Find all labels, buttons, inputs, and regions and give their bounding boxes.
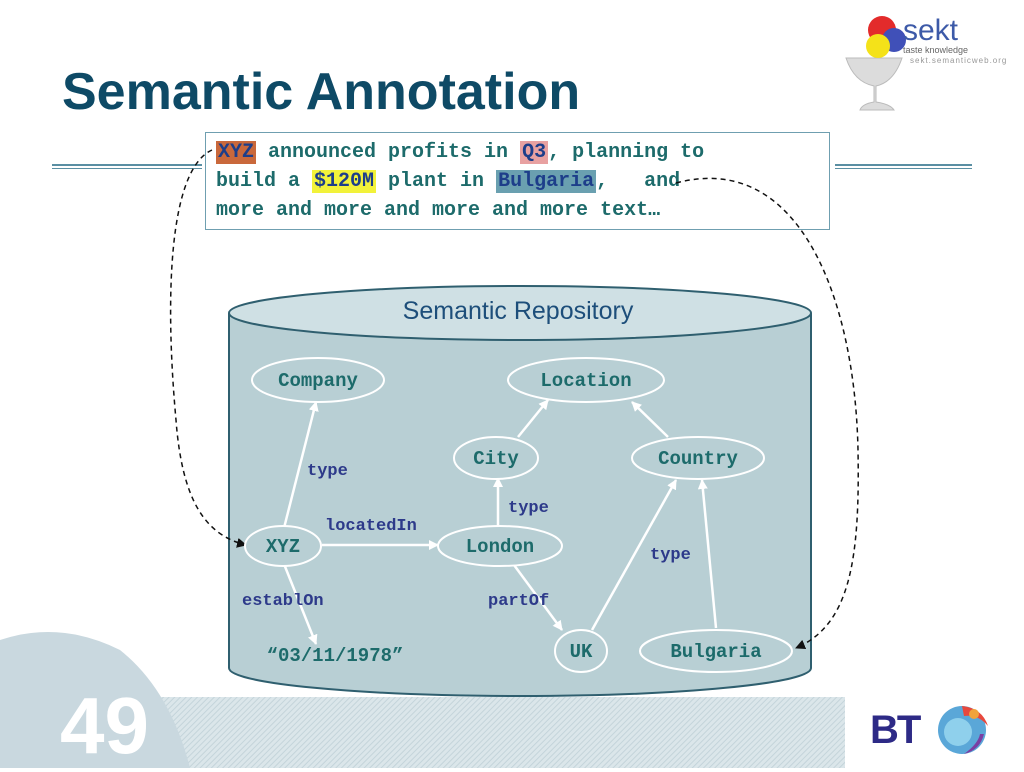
title-rule-left-thin <box>52 168 202 169</box>
node-uk <box>554 629 608 673</box>
annotation-xyz: XYZ <box>216 141 257 164</box>
edge-label-type-company: type <box>307 462 348 481</box>
repository-cylinder <box>228 285 812 697</box>
edge-label-located-in: locatedIn <box>325 517 417 536</box>
footer-hatch-band <box>140 697 850 768</box>
node-bulgaria-label: Bulgaria <box>670 641 761 663</box>
sekt-logo-text: sekt <box>903 14 959 47</box>
annotated-text-box: XYZ announced profits in Q3, planning to… <box>205 132 830 230</box>
node-uk-label: UK <box>570 641 593 663</box>
corner-decor <box>0 632 190 768</box>
edge-uk-country <box>590 479 678 631</box>
text-line-3: more and more and more and more text… <box>216 199 661 222</box>
edge-label-type-city: type <box>508 499 549 518</box>
sekt-tagline: taste knowledge <box>903 45 969 55</box>
node-company-label: Company <box>278 370 358 392</box>
node-london <box>437 525 563 567</box>
text-line-1: XYZ announced profits in Q3, planning to <box>216 141 704 164</box>
slide-number: 49 <box>60 681 149 770</box>
edge-label-establ-on: establOn <box>242 592 324 611</box>
edge-label-part-of: partOf <box>488 592 549 611</box>
node-date-label: “03/11/1978” <box>267 645 404 667</box>
sekt-logo-icon <box>845 16 906 111</box>
node-country-label: Country <box>658 448 738 470</box>
node-country <box>631 436 765 480</box>
bt-globe-icon <box>938 706 988 754</box>
annotation-q3: Q3 <box>520 141 549 164</box>
text-segment: , and <box>596 170 681 193</box>
node-city-label: City <box>473 448 519 470</box>
slide-title: Semantic Annotation <box>62 63 581 121</box>
node-location <box>507 357 665 403</box>
title-rule-left <box>52 164 202 166</box>
sekt-url: sekt.semanticweb.org <box>910 56 1008 65</box>
text-segment: build a <box>216 170 313 193</box>
node-london-label: London <box>466 536 534 558</box>
node-bulgaria <box>639 629 793 673</box>
link-bulgaria-annotation <box>675 177 859 650</box>
repository-title: Semantic Repository <box>403 297 634 325</box>
text-segment: plant in <box>376 170 497 193</box>
text-segment: , planning to <box>548 141 705 164</box>
edge-xyz-date <box>282 563 318 645</box>
annotation-bulgaria: Bulgaria <box>496 170 597 193</box>
node-location-label: Location <box>540 370 631 392</box>
bt-logo-text: BT <box>870 708 921 752</box>
edge-bulgaria-country <box>697 479 718 629</box>
edge-label-type-country: type <box>650 546 691 565</box>
edge-city-location <box>517 399 549 438</box>
title-rule-right-thin <box>835 168 972 169</box>
text-line-2: build a $120M plant in Bulgaria, and <box>216 170 680 193</box>
node-city <box>453 436 539 480</box>
node-company <box>251 357 385 403</box>
node-xyz <box>244 525 322 567</box>
title-rule-right <box>835 164 972 166</box>
edge-country-location <box>631 401 669 438</box>
edge-london-uk <box>512 564 564 631</box>
text-segment: announced profits in <box>256 141 521 164</box>
node-xyz-label: XYZ <box>266 536 300 558</box>
annotation-money: $120M <box>312 170 377 193</box>
link-xyz-annotation <box>169 149 247 548</box>
edge-xyz-company <box>282 401 319 529</box>
